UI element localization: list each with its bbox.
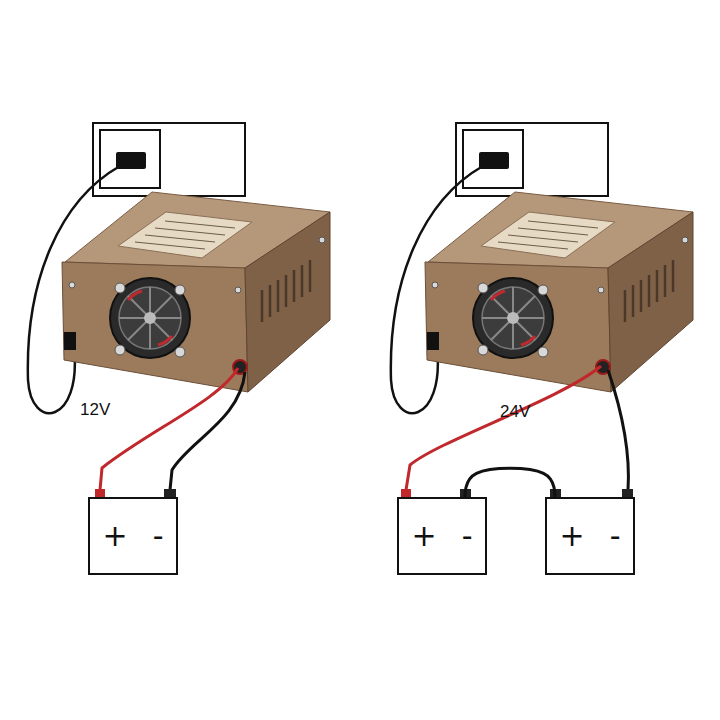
terminal-sign: + — [412, 521, 437, 551]
red-wire — [100, 368, 238, 490]
battery-box: +- — [397, 497, 487, 575]
terminal-sign: + — [560, 521, 585, 551]
black-wire — [170, 372, 245, 490]
terminal-sign: - — [462, 521, 473, 551]
black-wire — [608, 370, 628, 490]
voltage-label: 12V — [80, 400, 110, 420]
terminal-sign: + — [103, 521, 128, 551]
charger-left — [28, 123, 330, 413]
charger-right — [391, 123, 693, 413]
voltage-label: 24V — [500, 402, 530, 422]
battery-box: +- — [88, 497, 178, 575]
battery-box: +- — [545, 497, 635, 575]
series-jumper — [465, 468, 555, 497]
battery-terminals — [95, 489, 633, 497]
terminal-sign: - — [610, 521, 621, 551]
terminal-sign: - — [153, 521, 164, 551]
red-wire — [406, 366, 601, 490]
